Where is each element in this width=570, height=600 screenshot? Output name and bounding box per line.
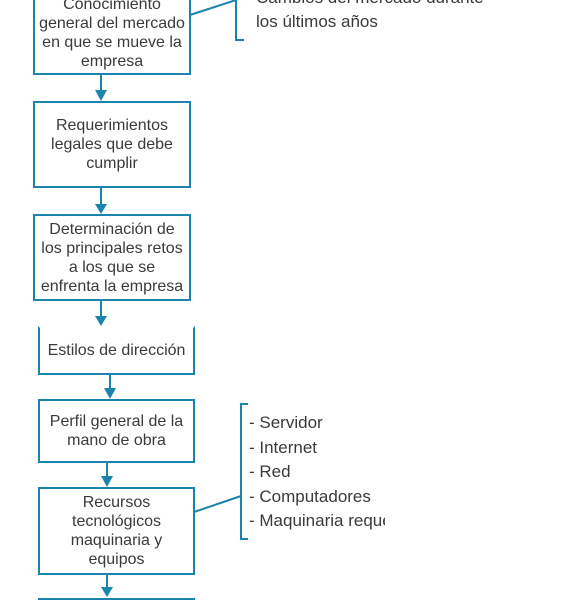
box-management-styles: Estilos de dirección xyxy=(38,326,195,375)
box-line: en que se mueve la xyxy=(42,33,182,51)
list-item: - Maquinaria reque xyxy=(249,511,385,530)
tech-resources-list: - Servidor - Internet - Red - Computador… xyxy=(249,411,385,534)
arrow-head-1 xyxy=(95,90,107,101)
box-tech-resources: Recursos tecnológicos maquinaria y equip… xyxy=(38,487,195,575)
arrow-head-6 xyxy=(101,587,113,597)
arrow-head-3 xyxy=(95,316,107,326)
box-workforce-profile: Perfil general de la mano de obra xyxy=(38,399,195,463)
box-line: empresa xyxy=(80,52,144,70)
box-line: legales que debe xyxy=(51,136,173,153)
note-connector-line xyxy=(189,0,237,16)
list-item: - Internet xyxy=(249,437,318,457)
list-item: - Red xyxy=(249,462,291,481)
arrow-head-4 xyxy=(104,388,116,399)
market-changes-note: Cambios del mercado durante los últimos … xyxy=(256,0,484,34)
arrow-head-5 xyxy=(101,476,113,487)
box-line: los principales retos xyxy=(41,239,183,257)
box-line: Conocimiento xyxy=(63,0,161,13)
box-line: enfrenta la empresa xyxy=(40,277,184,295)
box-main-challenges: Determinación de los principales retos a… xyxy=(33,214,191,301)
list-item: - Servidor xyxy=(249,413,323,432)
box-line: general del mercado xyxy=(39,14,185,32)
list-item: - Computadores xyxy=(249,486,371,506)
list-connector-line xyxy=(193,495,242,513)
box-line: a los que se xyxy=(68,258,156,276)
box-line: Determinación de xyxy=(49,220,175,238)
box-legal-requirements: Requerimientos legales que debe cumplir xyxy=(33,101,191,188)
arrow-head-2 xyxy=(95,204,107,214)
box-line: Estilos de dirección xyxy=(47,342,186,359)
box-line: maquinaria y xyxy=(70,532,163,549)
note-bracket xyxy=(235,0,244,41)
list-bracket xyxy=(240,403,248,540)
note-line: los últimos años xyxy=(256,12,378,31)
box-line: cumplir xyxy=(86,155,138,172)
box-line: Perfil general de la xyxy=(49,413,184,430)
box-line: Requerimientos xyxy=(55,117,169,134)
box-line: mano de obra xyxy=(67,432,166,449)
box-market-knowledge: Conocimiento general del mercado en que … xyxy=(33,0,191,75)
box-line: equipos xyxy=(88,551,145,568)
box-line: Recursos xyxy=(82,494,151,511)
box-line: tecnológicos xyxy=(72,513,161,530)
note-line: Cambios del mercado durante xyxy=(256,0,484,10)
